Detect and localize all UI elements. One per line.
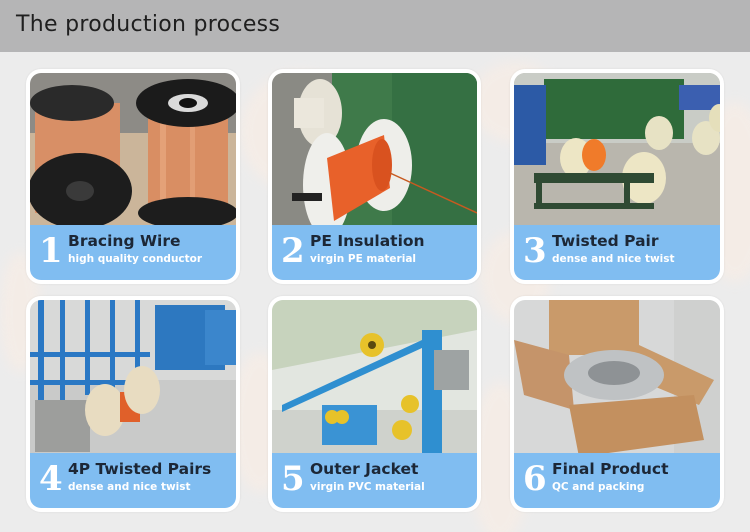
- page-header: The production process: [0, 0, 750, 52]
- photo-cable-in-carton-box: [514, 300, 720, 457]
- step-caption-5: 5 Outer Jacket virgin PVC material: [272, 453, 477, 508]
- photo-cabling-machine-line: [30, 300, 236, 457]
- photo-copper-wire-spools: [30, 73, 236, 229]
- step-card-6: 6 Final Product QC and packing: [510, 296, 724, 512]
- step-card-2: 2 PE Insulation virgin PE material: [268, 69, 481, 284]
- step-card-1: 1 Bracing Wire high quality conductor: [26, 69, 240, 284]
- step-card-4: 4 4P Twisted Pairs dense and nice twist: [26, 296, 240, 512]
- step-number: 3: [523, 231, 547, 271]
- step-caption-4: 4 4P Twisted Pairs dense and nice twist: [30, 453, 236, 508]
- step-title: Twisted Pair: [552, 232, 659, 250]
- step-title: PE Insulation: [310, 232, 425, 250]
- step-subtitle: high quality conductor: [68, 253, 203, 265]
- step-number: 5: [281, 459, 305, 499]
- step-number: 1: [39, 231, 63, 271]
- step-number: 4: [39, 459, 63, 499]
- photo-orange-insulated-wire-reel: [272, 73, 477, 229]
- step-caption-1: 1 Bracing Wire high quality conductor: [30, 225, 236, 280]
- step-subtitle: virgin PVC material: [310, 481, 425, 493]
- step-number: 2: [281, 231, 305, 271]
- step-subtitle: QC and packing: [552, 481, 645, 493]
- step-title: Final Product: [552, 460, 669, 478]
- step-card-5: 5 Outer Jacket virgin PVC material: [268, 296, 481, 512]
- step-caption-3: 3 Twisted Pair dense and nice twist: [514, 225, 720, 280]
- page-title: The production process: [16, 12, 281, 37]
- step-title: 4P Twisted Pairs: [68, 460, 212, 478]
- photo-extrusion-line: [272, 300, 477, 457]
- step-subtitle: dense and nice twist: [68, 481, 191, 493]
- step-caption-2: 2 PE Insulation virgin PE material: [272, 225, 477, 280]
- step-caption-6: 6 Final Product QC and packing: [514, 453, 720, 508]
- photo-twisting-machines: [514, 73, 720, 229]
- step-title: Bracing Wire: [68, 232, 181, 250]
- step-title: Outer Jacket: [310, 460, 419, 478]
- step-number: 6: [523, 459, 547, 499]
- step-card-3: 3 Twisted Pair dense and nice twist: [510, 69, 724, 284]
- step-subtitle: virgin PE material: [310, 253, 417, 265]
- step-subtitle: dense and nice twist: [552, 253, 675, 265]
